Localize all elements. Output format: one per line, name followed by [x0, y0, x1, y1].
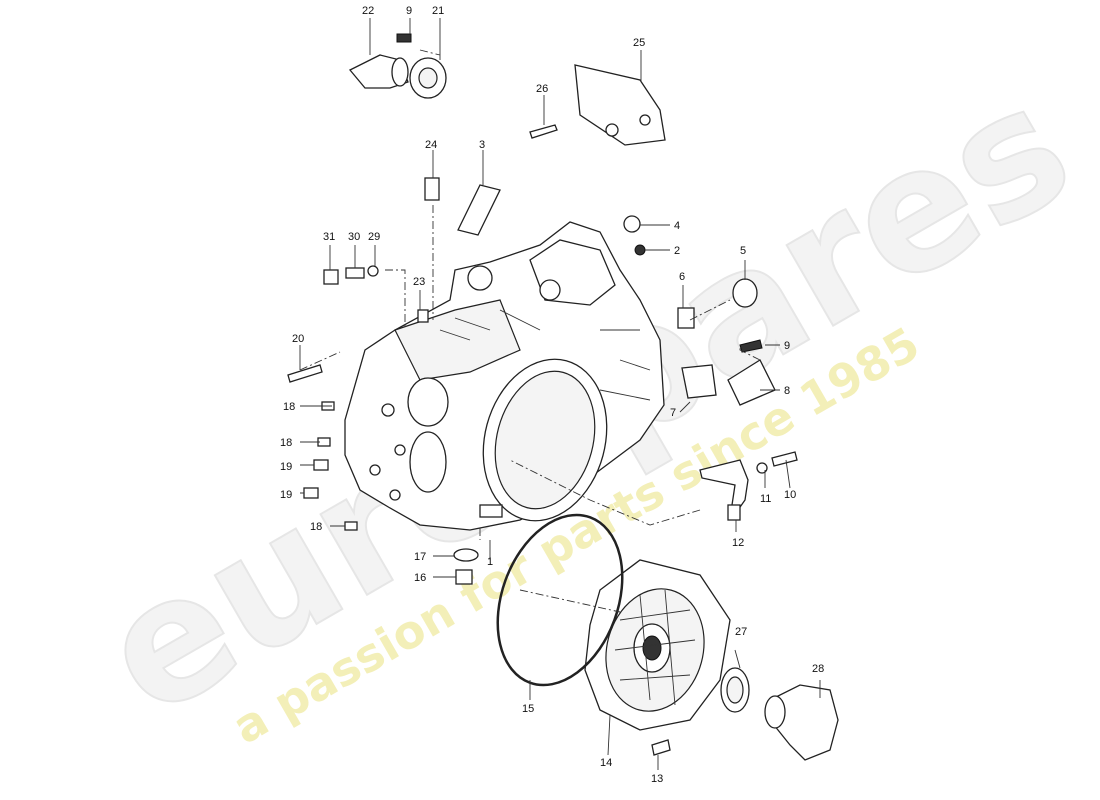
callout-2: 2 — [674, 245, 680, 257]
callout-14: 14 — [600, 757, 612, 769]
small-parts — [287, 33, 798, 756]
callout-18-b: 18 — [280, 437, 292, 449]
callout-8: 8 — [784, 385, 790, 397]
callout-22: 22 — [362, 5, 374, 17]
callout-9-side: 9 — [784, 340, 790, 352]
callout-28: 28 — [812, 663, 824, 675]
leader-lines — [299, 18, 821, 770]
rear-cover — [584, 559, 731, 731]
transmission-housing — [344, 221, 665, 531]
callout-17: 17 — [414, 551, 426, 563]
callout-27: 27 — [735, 626, 747, 638]
callout-11: 11 — [760, 493, 771, 505]
callout-4: 4 — [674, 220, 680, 232]
callout-13: 13 — [651, 773, 663, 785]
callout-15: 15 — [522, 703, 534, 715]
callout-5: 5 — [740, 245, 746, 257]
callout-25: 25 — [633, 37, 645, 49]
callout-19-a: 19 — [280, 461, 292, 473]
callout-16: 16 — [414, 572, 426, 584]
callout-24: 24 — [425, 139, 437, 151]
callout-labels: 22 9 21 25 26 24 3 4 2 5 31 30 29 23 6 2… — [280, 5, 824, 785]
callout-3: 3 — [479, 139, 485, 151]
callout-19-b: 19 — [280, 489, 292, 501]
callout-21: 21 — [432, 5, 444, 17]
callout-7: 7 — [670, 407, 676, 419]
callout-1: 1 — [487, 556, 493, 568]
seal-and-flange — [720, 667, 839, 761]
callout-18-c: 18 — [310, 521, 322, 533]
callout-9-top: 9 — [406, 5, 412, 17]
callout-30: 30 — [348, 231, 360, 243]
callout-18-a: 18 — [283, 401, 295, 413]
callout-29: 29 — [368, 231, 380, 243]
callout-12: 12 — [732, 537, 744, 549]
callout-26: 26 — [536, 83, 548, 95]
callout-6: 6 — [679, 271, 685, 283]
callout-31: 31 — [323, 231, 335, 243]
callout-10: 10 — [784, 489, 796, 501]
callout-23: 23 — [413, 276, 425, 288]
callout-20: 20 — [292, 333, 304, 345]
